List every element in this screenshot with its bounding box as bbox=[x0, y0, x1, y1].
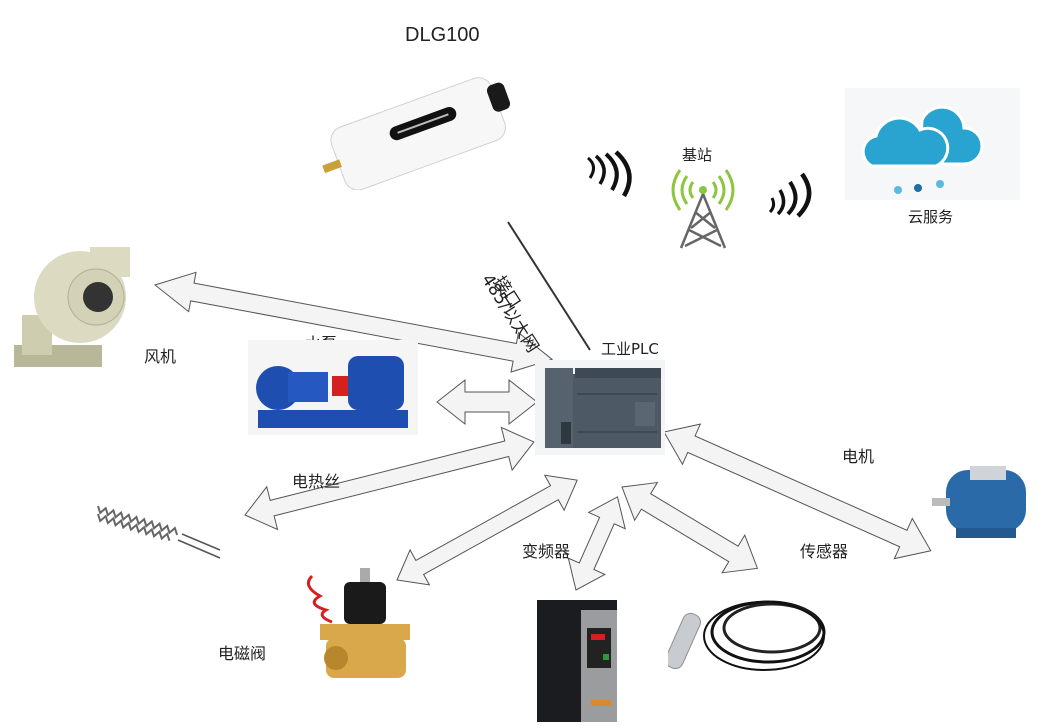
arrow-heater-plc bbox=[244, 426, 535, 531]
arrow-motor-plc bbox=[663, 423, 932, 560]
arrow-sensor-plc bbox=[621, 481, 759, 574]
arrow-inverter-plc bbox=[567, 496, 626, 591]
arrow-fan-plc bbox=[153, 271, 554, 373]
pump-device-icon bbox=[248, 340, 418, 435]
gateway-device-icon bbox=[322, 77, 511, 190]
base-station-tower-icon bbox=[671, 169, 735, 249]
arrow-pump-plc bbox=[436, 378, 538, 426]
gateway-label: DLG100 bbox=[405, 24, 480, 46]
wireless-signal-icon bbox=[586, 150, 632, 198]
base-station-label: 基站 bbox=[682, 146, 713, 164]
sensor-label: 传感器 bbox=[800, 542, 849, 561]
interface-line bbox=[507, 221, 591, 351]
sensor-device-icon bbox=[668, 600, 826, 671]
plc-label: 工业PLC bbox=[601, 340, 659, 358]
arrow-valve-plc bbox=[396, 474, 578, 586]
solenoid-valve-label: 电磁阀 bbox=[218, 644, 267, 663]
motor-label: 电机 bbox=[842, 447, 875, 466]
cloud-icon bbox=[861, 105, 984, 194]
heater-wire-label: 电热丝 bbox=[292, 472, 341, 491]
heater-wire-icon bbox=[97, 505, 221, 559]
inverter-device-icon bbox=[537, 600, 617, 722]
fan-label: 风机 bbox=[144, 347, 177, 366]
cloud-label: 云服务 bbox=[908, 208, 954, 226]
fan-device-icon bbox=[14, 247, 130, 367]
wireless-signal-icon bbox=[768, 172, 812, 218]
motor-device-icon bbox=[932, 466, 1026, 538]
plc-device-icon bbox=[535, 360, 665, 455]
inverter-label: 变频器 bbox=[522, 542, 571, 561]
solenoid-valve-icon bbox=[306, 568, 410, 678]
